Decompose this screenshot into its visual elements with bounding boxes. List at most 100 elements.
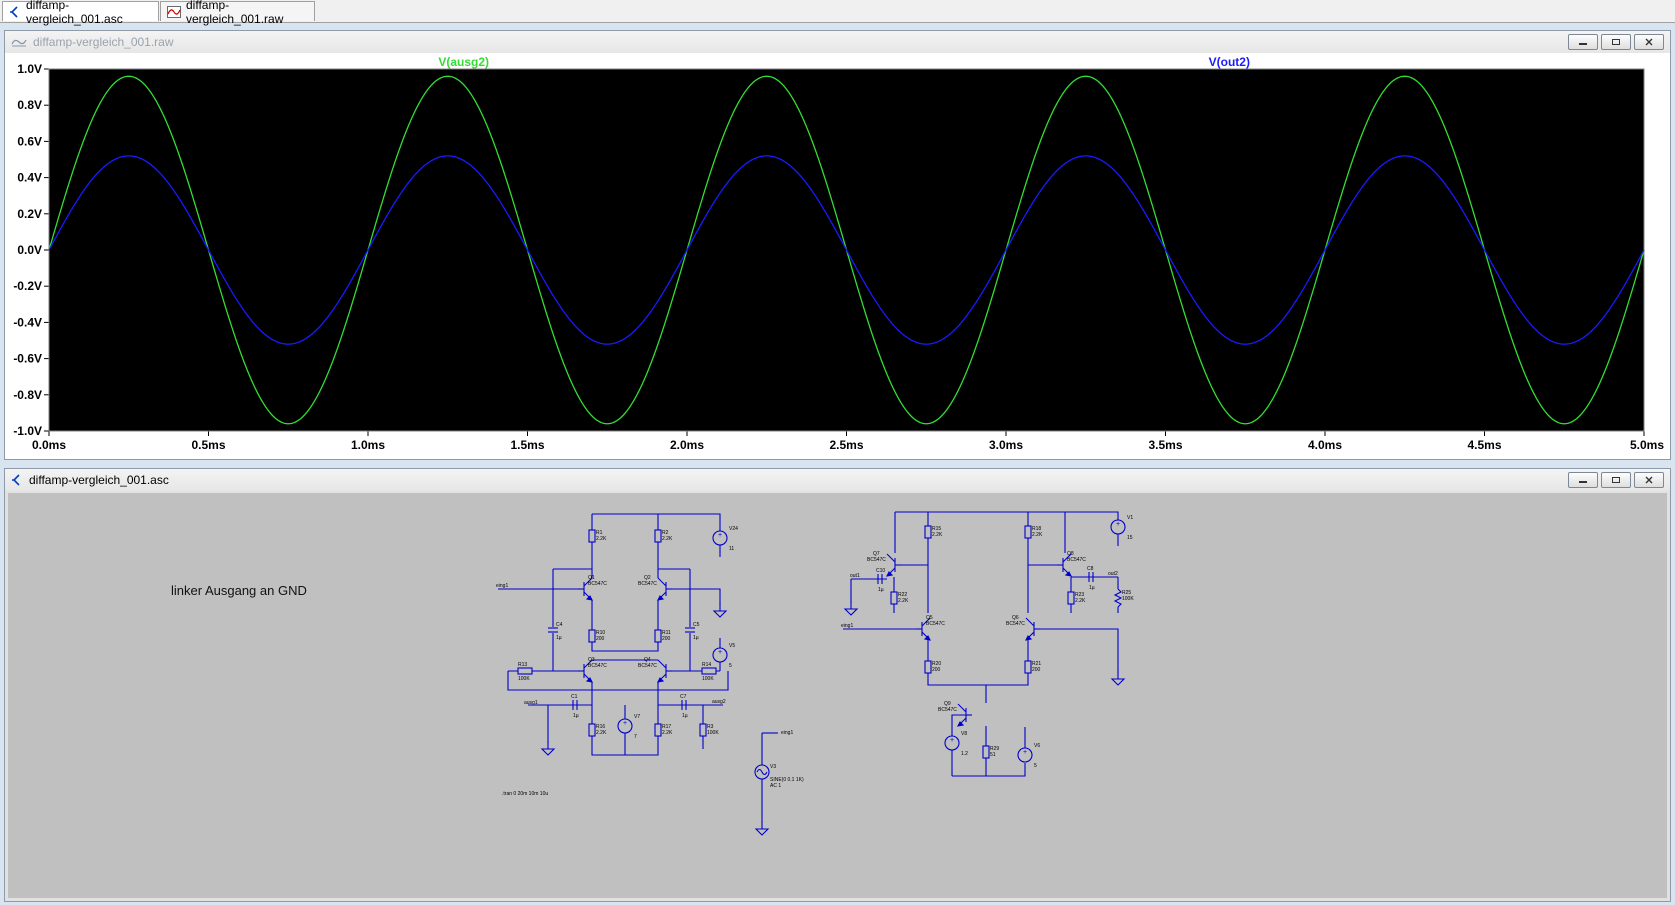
minimize-button[interactable] — [1568, 472, 1598, 488]
resistor-value: 2.2K — [662, 730, 673, 736]
resistor-value: 2.2K — [1032, 532, 1043, 538]
legend-entry: V(ausg2) — [438, 55, 489, 69]
transistor-model: BC547C — [638, 663, 657, 669]
capacitor-ref: C5 — [693, 622, 700, 628]
legend-entry: V(out2) — [1209, 55, 1250, 69]
waveform-chart: 1.0V0.8V0.6V0.4V0.2V0.0V-0.2V-0.4V-0.6V-… — [13, 55, 1664, 452]
schematic-icon — [9, 5, 21, 18]
resistor-body — [1067, 591, 1075, 605]
capacitor-ref: C7 — [680, 694, 687, 700]
source-value: 15 — [1127, 535, 1133, 541]
resistor-ref: R23 — [1075, 592, 1084, 598]
resistor-body — [654, 529, 662, 543]
waveform-window-titlebar[interactable]: diffamp-vergleich_001.raw — [5, 31, 1670, 53]
trace-1 — [48, 155, 1645, 345]
resistor-ref: R3 — [707, 724, 714, 730]
net-label: eing1 — [781, 730, 793, 736]
source-plus: + — [623, 720, 627, 727]
resistor-body — [699, 723, 707, 737]
y-tick-label: 0.2V — [17, 207, 42, 221]
wire — [1027, 542, 1057, 566]
emitter-arrow — [657, 677, 665, 683]
capacitor-value: 1µ — [573, 713, 579, 719]
source-value: 7 — [634, 734, 637, 740]
ground-symbol — [1110, 678, 1126, 686]
resistor-ref: R22 — [898, 592, 907, 598]
resistor-body — [654, 723, 662, 737]
restore-icon — [1612, 39, 1620, 45]
capacitor-value: 1µ — [693, 635, 699, 641]
tab-label: diffamp-vergleich_001.raw — [186, 0, 284, 26]
restore-button[interactable] — [1601, 34, 1631, 50]
wire — [657, 577, 667, 587]
schematic-window-titlebar[interactable]: diffamp-vergleich_001.asc — [5, 469, 1670, 491]
resistor-ref: R14 — [702, 662, 711, 668]
close-button[interactable] — [1634, 34, 1664, 50]
source-plus: + — [718, 649, 722, 656]
resistor-value: 200 — [596, 636, 605, 642]
resistor-value: 2.2K — [596, 730, 607, 736]
wire — [1040, 628, 1119, 673]
transistor-ref: Q7 — [873, 551, 880, 557]
resistor-zigzag — [1113, 588, 1123, 608]
source-plus: + — [718, 532, 722, 539]
resistor-body — [924, 660, 932, 674]
resistor-value: 200 — [932, 667, 941, 673]
x-tick-label: 5.0ms — [1630, 438, 1664, 452]
resistor-value: 100K — [702, 676, 714, 682]
schematic-header: Classic — [960, 493, 979, 495]
resistor-body — [982, 745, 990, 759]
wire — [507, 671, 729, 691]
restore-button[interactable] — [1601, 472, 1631, 488]
transistor-ref: Q5 — [926, 615, 933, 621]
source-ref: V6 — [1034, 743, 1040, 749]
x-tick-label: 3.0ms — [989, 438, 1023, 452]
close-button[interactable] — [1634, 472, 1664, 488]
resistor-ref: R18 — [1032, 526, 1041, 532]
sine-glyph — [756, 768, 768, 776]
document-tab-bar: diffamp-vergleich_001.asc diffamp-vergle… — [0, 0, 1675, 26]
emitter-arrow — [1025, 635, 1033, 641]
ground-symbol — [843, 608, 859, 616]
net-label: eing1 — [496, 583, 508, 589]
wire — [657, 659, 667, 669]
source-ref: V1 — [1127, 515, 1133, 521]
x-tick-label: 1.5ms — [510, 438, 544, 452]
tab-schematic[interactable]: diffamp-vergleich_001.asc — [2, 0, 159, 26]
circuit-diagram: R12.2KR22.2K+V2411Q1BC547CQ2BC547Ceing1R… — [496, 493, 1134, 836]
source-value: 5 — [729, 663, 732, 669]
source-value: 1.2 — [961, 751, 968, 757]
resistor-ref: R15 — [932, 526, 941, 532]
minimize-icon — [1579, 481, 1587, 483]
source-ref: V3 — [770, 764, 776, 770]
x-tick-label: 2.5ms — [829, 438, 863, 452]
source-plus: + — [1023, 749, 1027, 756]
x-tick-label: 4.5ms — [1467, 438, 1501, 452]
transistor-model: BC547C — [1006, 621, 1025, 627]
source-ref: V8 — [961, 731, 967, 737]
wire — [583, 659, 593, 669]
resistor-body — [654, 629, 662, 643]
resistor-value: 2.2K — [596, 536, 607, 542]
net-label: ausg2 — [712, 699, 726, 705]
y-tick-label: -0.2V — [13, 279, 42, 293]
x-tick-label: 4.0ms — [1308, 438, 1342, 452]
capacitor-ref: C10 — [876, 568, 885, 574]
wire — [1025, 617, 1035, 627]
capacitor-ref: C1 — [571, 694, 578, 700]
tab-label: diffamp-vergleich_001.asc — [26, 0, 123, 26]
wire — [1062, 553, 1072, 563]
restore-icon — [1612, 477, 1620, 483]
transistor-model: BC547C — [1067, 557, 1086, 563]
resistor-body — [588, 529, 596, 543]
resistor-ref: R17 — [662, 724, 671, 730]
resistor-value: 100K — [518, 676, 530, 682]
tab-waveform[interactable]: diffamp-vergleich_001.raw — [160, 0, 315, 26]
resistor-value: 200 — [1032, 667, 1041, 673]
transistor-model: BC547C — [588, 581, 607, 587]
minimize-button[interactable] — [1568, 34, 1598, 50]
net-label: out2 — [1108, 571, 1118, 577]
resistor-body — [588, 723, 596, 737]
